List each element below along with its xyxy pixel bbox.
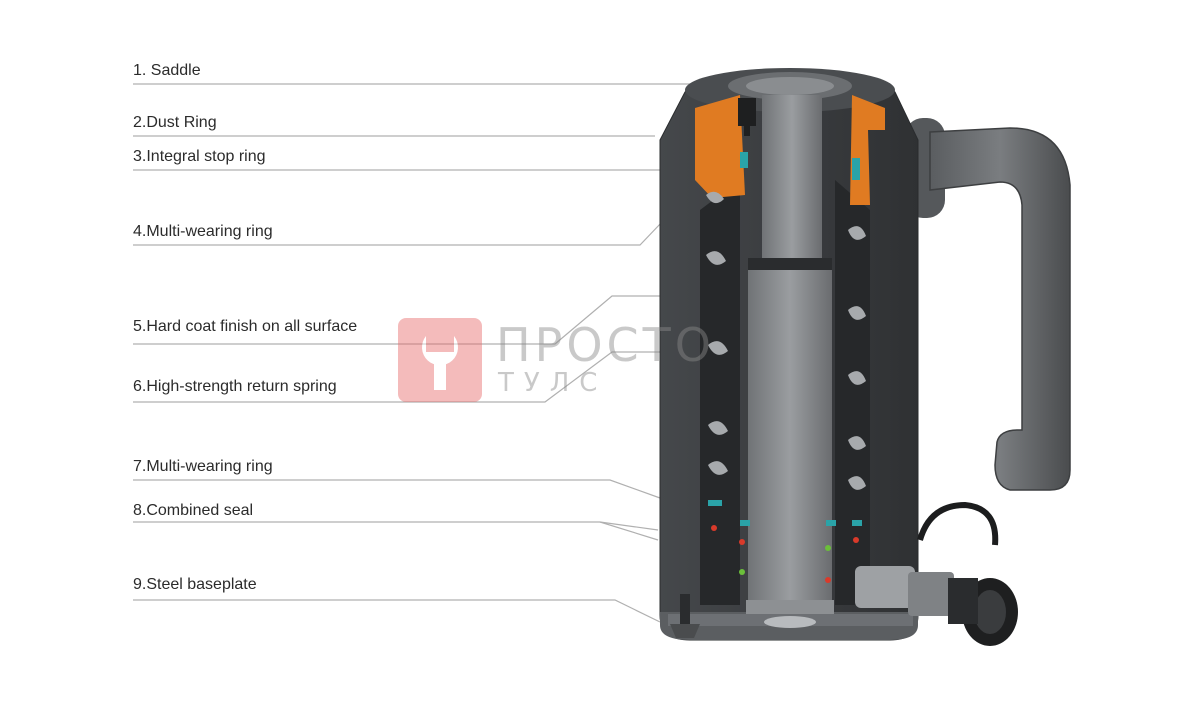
watermark-line1: ПРОСТО	[496, 318, 715, 372]
combined-seal	[708, 500, 862, 583]
label-combined-seal: 8.Combined seal	[133, 502, 254, 519]
watermark-logo-icon	[398, 318, 482, 402]
leader-line-8a	[133, 521, 659, 541]
label-dust-ring: 2.Dust Ring	[133, 114, 217, 131]
label-multi-wearing-ring-lower: 7.Multi-wearing ring	[133, 458, 273, 475]
hydraulic-coupler	[855, 501, 1018, 646]
return-spring	[706, 191, 866, 490]
watermark-line2: ТУЛС	[498, 368, 608, 398]
watermark: ПРОСТО ТУЛС	[398, 318, 818, 408]
dust-ring	[695, 95, 885, 205]
label-multi-wearing-ring-upper: 4.Multi-wearing ring	[133, 223, 273, 240]
leader-line-8b	[599, 521, 659, 531]
leader-line-7	[133, 479, 661, 499]
leader-line-6	[133, 351, 662, 403]
leader-line-5	[133, 295, 662, 345]
leader-line-4	[133, 221, 663, 246]
label-steel-baseplate: 9.Steel baseplate	[133, 576, 257, 593]
label-hard-coat-finish: 5.Hard coat finish on all surface	[133, 318, 358, 335]
base-screw	[670, 594, 700, 638]
label-saddle: 1. Saddle	[133, 62, 201, 79]
label-return-spring: 6.High-strength return spring	[133, 378, 337, 395]
leader-line-9	[133, 599, 661, 623]
handle	[905, 118, 1071, 491]
label-integral-stop-ring: 3.Integral stop ring	[133, 148, 266, 165]
leader-lines	[133, 83, 712, 623]
piston	[746, 95, 834, 628]
